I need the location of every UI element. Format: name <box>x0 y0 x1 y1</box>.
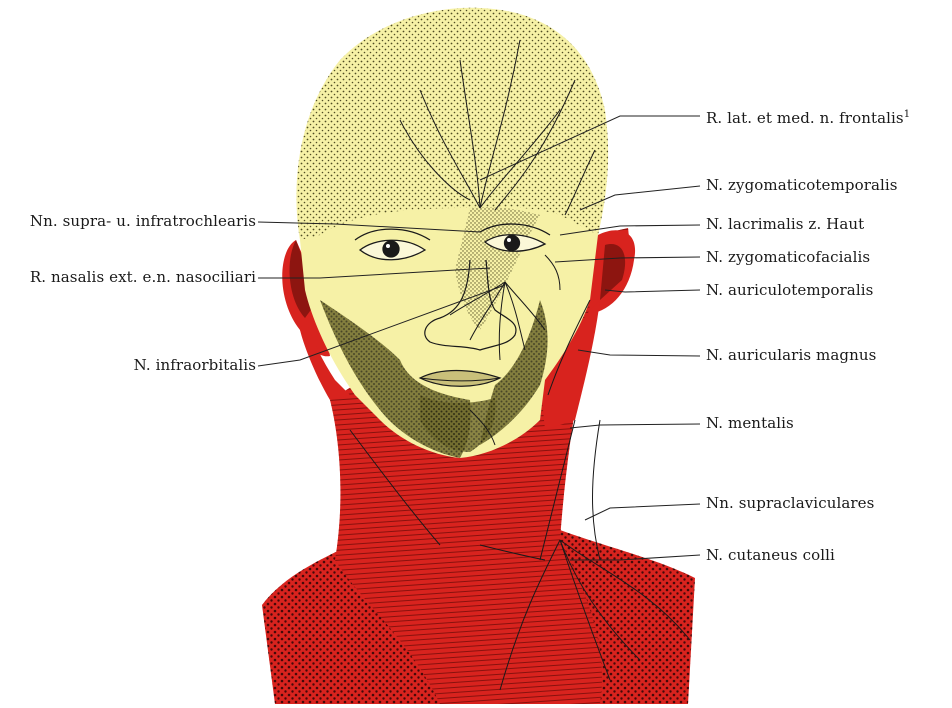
label-auriculotemporalis: N. auriculotemporalis <box>706 281 873 299</box>
label-auricularis: N. auricularis magnus <box>706 346 876 364</box>
label-cutaneus: N. cutaneus colli <box>706 546 835 564</box>
label-infraorbitalis: N. infraorbitalis <box>134 356 256 374</box>
label-zygomaticofacialis: N. zygomaticofacialis <box>706 248 870 266</box>
label-supraclaviculares: Nn. supraclaviculares <box>706 494 874 512</box>
footnote-marker: 1 <box>904 109 910 120</box>
label-zygomaticotemporalis: N. zygomaticotemporalis <box>706 176 898 194</box>
label-lacrimalis: N. lacrimalis z. Haut <box>706 215 864 233</box>
label-frontalis: R. lat. et med. n. frontalis1 <box>706 106 910 127</box>
label-mentalis: N. mentalis <box>706 414 794 432</box>
label-nasalis: R. nasalis ext. e.n. nasociliari <box>30 268 256 286</box>
label-supratrochlearis: Nn. supra- u. infratrochlearis <box>30 212 256 230</box>
